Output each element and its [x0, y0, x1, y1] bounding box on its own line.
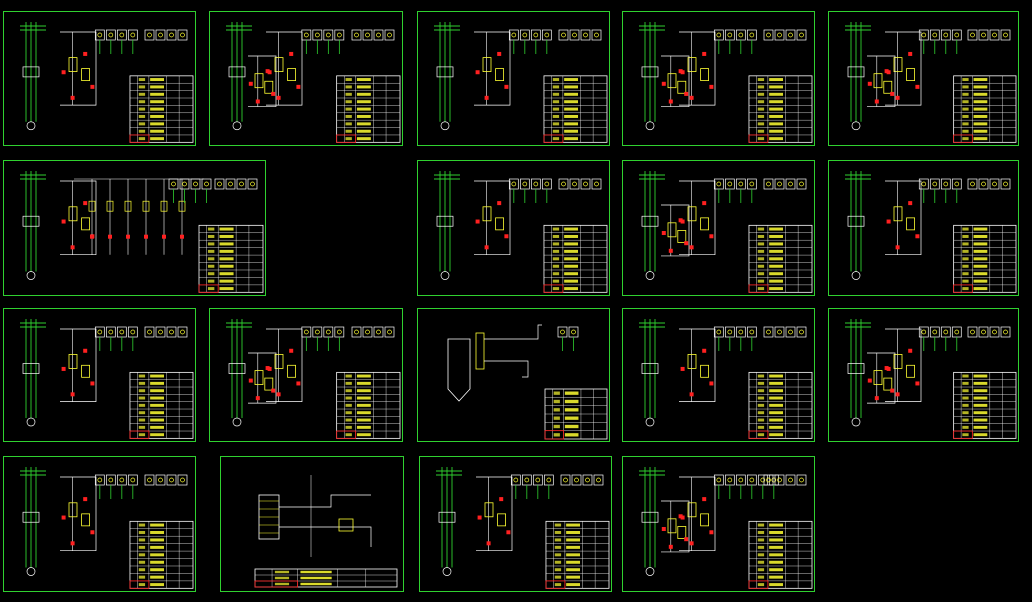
- schematic-artwork: [434, 171, 608, 293]
- schematic-sheet-16[interactable]: [220, 456, 404, 592]
- schematic-artwork: [845, 22, 1017, 143]
- schematic-artwork: [226, 22, 401, 143]
- schematic-artwork: [20, 467, 194, 589]
- schematic-sheet-10[interactable]: [3, 308, 196, 442]
- schematic-artwork: [447, 324, 608, 440]
- schematic-sheet-6[interactable]: [3, 160, 266, 296]
- schematic-artwork: [20, 319, 194, 439]
- schematic-artwork: [639, 22, 813, 143]
- schematic-artwork: [639, 171, 813, 293]
- schematic-artwork: [845, 319, 1017, 439]
- schematic-artwork: [845, 171, 1017, 293]
- schematic-artwork: [639, 467, 813, 589]
- schematic-sheet-18[interactable]: [622, 456, 815, 592]
- schematic-sheet-8[interactable]: [622, 160, 815, 296]
- schematic-artwork: [436, 467, 610, 589]
- schematic-sheet-17[interactable]: [419, 456, 612, 592]
- schematic-sheet-11[interactable]: [209, 308, 403, 442]
- schematic-sheet-2[interactable]: [209, 11, 403, 146]
- schematic-sheet-9[interactable]: [828, 160, 1019, 296]
- schematic-sheet-3[interactable]: [417, 11, 610, 146]
- schematic-sheet-15[interactable]: [3, 456, 196, 592]
- schematic-sheet-12[interactable]: [417, 308, 610, 442]
- schematic-sheet-7[interactable]: [417, 160, 610, 296]
- schematic-sheet-5[interactable]: [828, 11, 1019, 146]
- schematic-artwork: [254, 475, 398, 588]
- schematic-sheet-4[interactable]: [622, 11, 815, 146]
- schematic-artwork: [639, 319, 813, 439]
- schematic-sheet-13[interactable]: [622, 308, 815, 442]
- schematic-sheet-14[interactable]: [828, 308, 1019, 442]
- schematic-artwork: [434, 22, 608, 143]
- schematic-artwork: [20, 171, 264, 293]
- schematic-artwork: [20, 22, 194, 143]
- schematic-sheet-1[interactable]: [3, 11, 196, 146]
- schematic-artwork: [226, 319, 401, 439]
